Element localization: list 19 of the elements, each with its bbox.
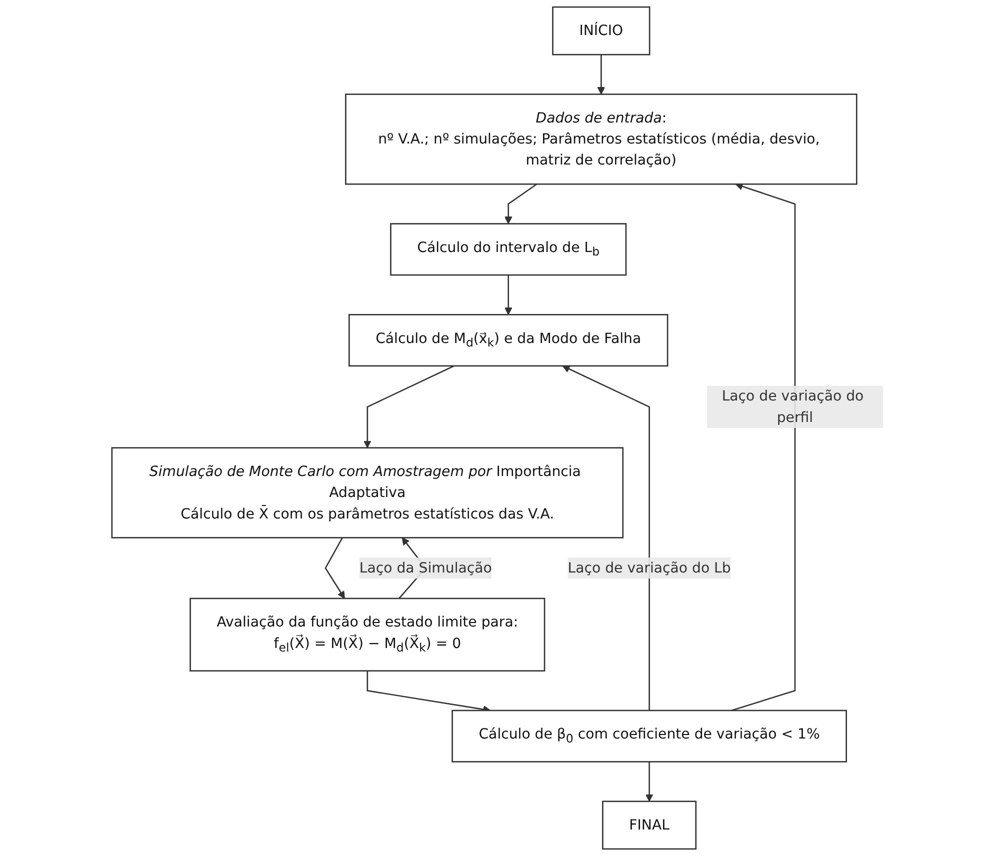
arrow <box>645 762 654 802</box>
arrow <box>324 537 345 599</box>
arrow <box>504 275 512 315</box>
node-box: Dados de entrada: nº V.A.; nº simulações; Parâmetros estatísticos (média, desvio, matriz de correlação) <box>345 94 858 185</box>
node-box: Cálculo do intervalo de L$_{b}$ <box>390 223 627 276</box>
arrow <box>731 182 796 712</box>
node-box: Simulação de Monte Carlo com Amostragem por Importância Adaptativa Cálculo de X̄ com os parâmetros estatísticos das V.A. <box>111 447 624 538</box>
node-box: Cálculo de M$_{d}$(x⃗$_{k}$) e da Modo de Falha <box>348 314 668 367</box>
edge-label: Laço de variação do Lb <box>568 559 731 576</box>
arrow <box>364 365 454 448</box>
edge-label: Laço de variação do perfil <box>722 387 864 426</box>
node-box: Cálculo de β$_{0}$ com coeficiente de variação < 1% <box>452 710 847 762</box>
node-box: Avaliação da função de estado limite para: f$_{el}$(X⃗) = M(X⃗) − M$_{d}$(X⃗$_{k}$) = 0 <box>190 598 546 672</box>
arrow <box>504 184 538 224</box>
arrow <box>562 365 650 710</box>
node-box: FINAL <box>602 800 697 850</box>
arrow <box>597 54 606 95</box>
edge-label: Laço da Simulação <box>359 559 492 576</box>
node-box: INÍCIO <box>552 6 650 56</box>
